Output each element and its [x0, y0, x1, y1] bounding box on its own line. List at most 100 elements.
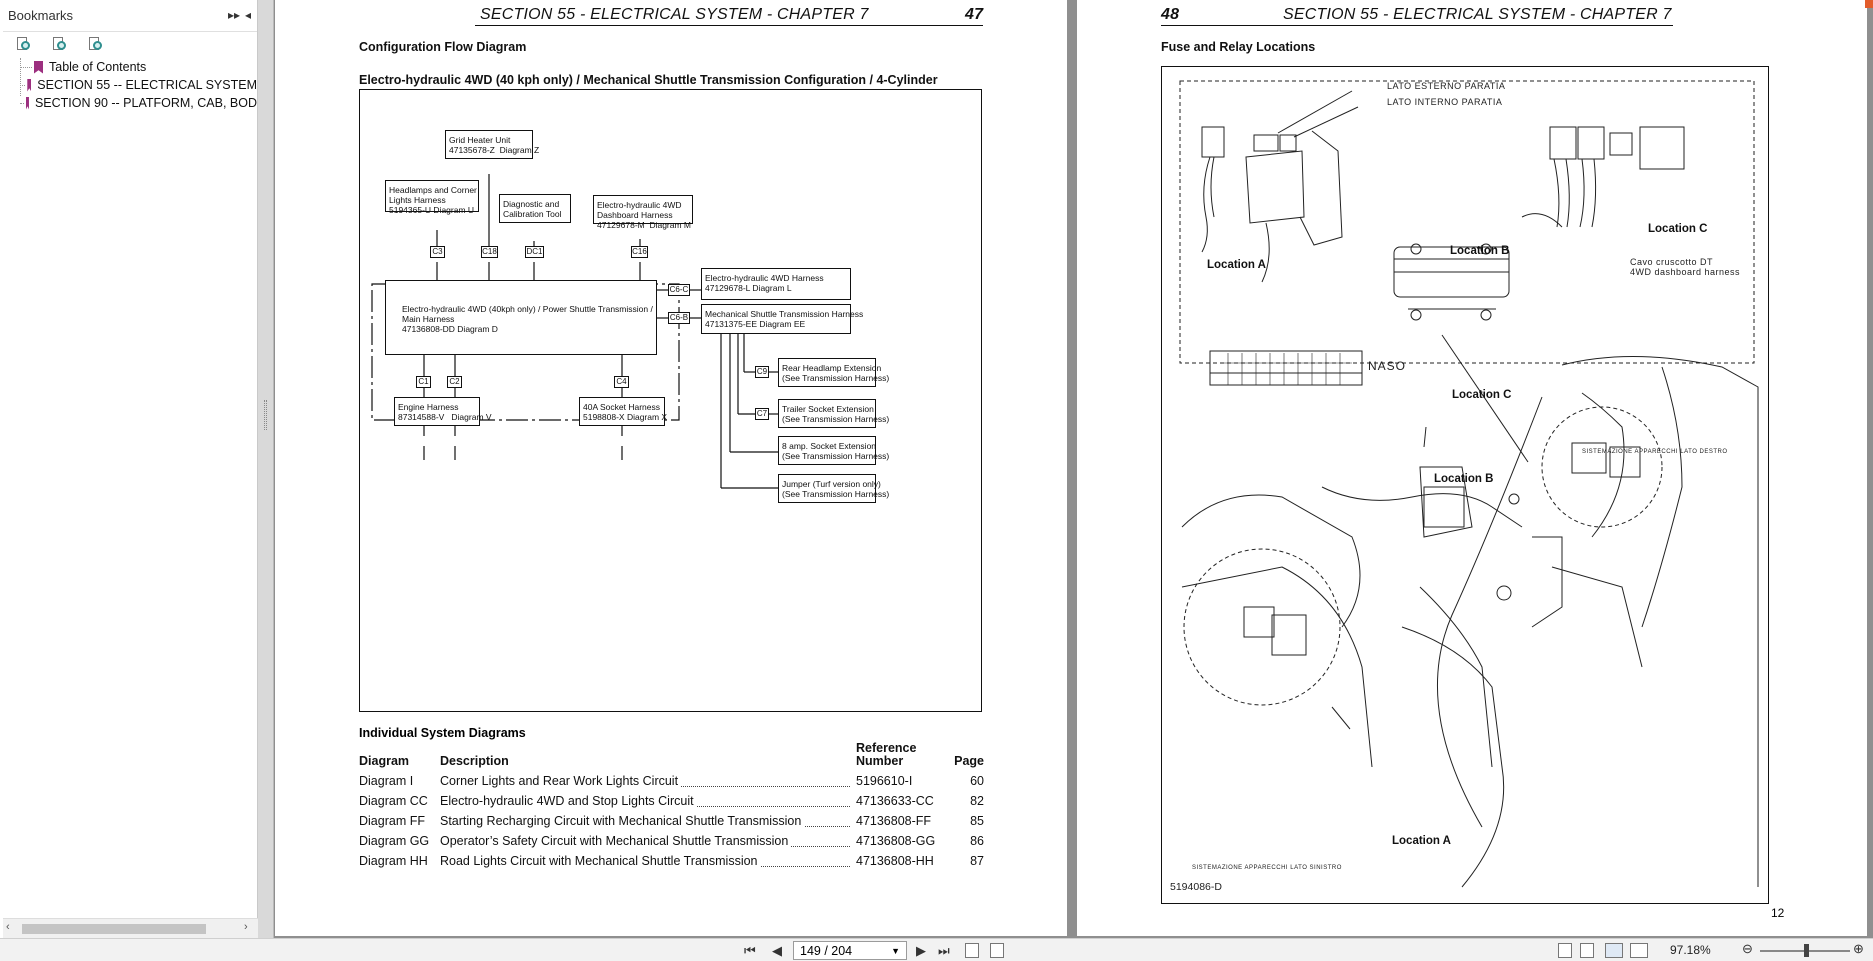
cell-reference: 47136808-GG [856, 834, 936, 848]
connector-c1: C1 [416, 376, 431, 388]
dashboard-harness-note: Cavo cruscotto DT 4WD dashboard harness [1630, 257, 1741, 277]
location-c-label-bottom: Location C [1452, 389, 1512, 401]
document-viewport[interactable]: SECTION 55 - ELECTRICAL SYSTEM - CHAPTER… [275, 0, 1873, 938]
page-number-input[interactable]: 149 / 204 ▼ [793, 941, 907, 960]
page-header: SECTION 55 - ELECTRICAL SYSTEM - CHAPTER… [480, 6, 869, 23]
connector-c7: C7 [755, 408, 769, 420]
cell-description: Corner Lights and Rear Work Lights Circu… [440, 771, 856, 791]
expand-bookmark-icon[interactable] [16, 37, 32, 53]
last-page-icon[interactable]: ⏭ [938, 943, 950, 958]
location-a-label-top: Location A [1207, 259, 1266, 271]
headlamps-harness-block: Headlamps and Corner Lights Harness 5194… [385, 180, 479, 215]
cell-reference: 5196610-I [856, 774, 913, 788]
panel-splitter[interactable] [258, 0, 274, 938]
cell-description: Starting Recharging Circuit with Mechani… [440, 811, 856, 831]
cell-description: Operator’s Safety Circuit with Mechanica… [440, 831, 856, 851]
col-header-page: Page [954, 754, 984, 768]
cell-diagram: Diagram HH [359, 854, 428, 868]
page-48: 48 SECTION 55 - ELECTRICAL SYSTEM - CHAP… [1077, 0, 1867, 936]
bookmark-table-of-contents[interactable]: Table of Contents [14, 58, 257, 76]
continuous-view-icon[interactable] [1580, 943, 1594, 958]
table-row: Diagram GG Operator’s Safety Circuit wit… [359, 831, 984, 851]
flow-lines [371, 174, 778, 489]
lato-esterno-label: LATO ESTERNO PARATIA [1387, 81, 1506, 91]
cell-page: 60 [970, 774, 984, 788]
cell-description: Road Lights Circuit with Mechanical Shut… [440, 851, 856, 871]
configuration-flow-diagram: Grid Heater Unit 47135678-Z Diagram Z He… [359, 89, 982, 712]
bookmark-icon [27, 78, 32, 92]
page-header: SECTION 55 - ELECTRICAL SYSTEM - CHAPTER… [1283, 6, 1672, 23]
bookmarks-tree: Table of Contents SECTION 55 -- ELECTRIC… [0, 58, 257, 112]
collapse-panel-icon[interactable]: ◂ [245, 8, 252, 22]
bookmark-label: Table of Contents [49, 60, 147, 74]
next-page-icon[interactable]: ▶ [916, 943, 926, 958]
amp8-socket-extension-block: 8 amp. Socket Extension (See Transmissio… [778, 436, 889, 465]
connector-dc1: DC1 [525, 246, 544, 258]
col-header-reference: Reference Number [856, 741, 917, 768]
section-title: Fuse and Relay Locations [1161, 40, 1316, 54]
previous-page-icon[interactable]: ◀ [772, 943, 782, 958]
rear-headlamp-extension-block: Rear Headlamp Extension (See Transmissio… [778, 358, 889, 387]
col-header-description: Description [440, 754, 509, 768]
cell-diagram: Diagram GG [359, 834, 430, 848]
individual-diagrams-title: Individual System Diagrams [359, 726, 526, 740]
individual-diagrams-table: Diagram Description Reference Number Pag… [359, 742, 984, 871]
first-page-icon[interactable]: ⏮ [744, 943, 756, 958]
table-row: Diagram FF Starting Recharging Circuit w… [359, 811, 984, 831]
cell-reference: 47136808-FF [856, 814, 932, 828]
dashboard-harness-block: Electro-hydraulic 4WD Dashboard Harness … [593, 195, 693, 230]
cell-reference: 47136808-HH [856, 854, 934, 868]
sistemazione-destro-label: SISTEMAZIONE APPARECCHI LATO DESTRO [1582, 449, 1728, 455]
bookmark-icon [25, 96, 29, 110]
connector-c6c: C6-C [668, 284, 690, 296]
bookmarks-horizontal-scrollbar[interactable]: ‹ › [0, 918, 258, 938]
zoom-slider-thumb[interactable] [1804, 944, 1809, 957]
page-47: SECTION 55 - ELECTRICAL SYSTEM - CHAPTER… [275, 0, 1067, 936]
eh4wd-harness-block: Electro-hydraulic 4WD Harness 47129678-L… [701, 268, 851, 300]
cell-diagram: Diagram CC [359, 794, 428, 808]
goto-bookmark-icon[interactable] [88, 37, 104, 53]
two-page-continuous-view-icon[interactable] [1630, 943, 1648, 958]
cell-page: 86 [970, 834, 984, 848]
left-edge [0, 0, 3, 938]
page-dropdown-icon[interactable]: ▼ [891, 945, 900, 956]
cell-page: 87 [970, 854, 984, 868]
zoom-out-icon[interactable]: ⊖ [1742, 941, 1753, 956]
next-view-icon[interactable] [990, 943, 1004, 958]
connector-c9: C9 [755, 366, 769, 378]
zoom-in-icon[interactable]: ⊕ [1853, 941, 1864, 956]
jumper-block: Jumper (Turf version only) (See Transmis… [778, 474, 889, 503]
bookmark-icon [34, 60, 43, 74]
connector-c3: C3 [430, 246, 445, 258]
bookmarks-title: Bookmarks [8, 8, 74, 23]
grid-heater-block: Grid Heater Unit 47135678-Z Diagram Z [445, 130, 539, 159]
single-page-view-icon[interactable] [1558, 943, 1572, 958]
engine-harness-block: Engine Harness 87314588-V Diagram V [394, 397, 492, 426]
cell-diagram: Diagram FF [359, 814, 425, 828]
connector-c2: C2 [447, 376, 462, 388]
bookmark-section-55[interactable]: SECTION 55 -- ELECTRICAL SYSTEM [14, 76, 257, 94]
scrollbar-thumb[interactable] [22, 924, 206, 934]
zoom-level: 97.18% [1670, 943, 1711, 957]
window-accent [1865, 0, 1873, 8]
find-bookmark-icon[interactable] [52, 37, 68, 53]
table-row: Diagram CC Electro-hydraulic 4WD and Sto… [359, 791, 984, 811]
diagram-title: Electro-hydraulic 4WD (40 kph only) / Me… [359, 73, 938, 87]
scroll-right-icon[interactable]: › [244, 921, 248, 933]
scroll-left-icon[interactable]: ‹ [6, 921, 10, 933]
location-a-label-bottom: Location A [1392, 835, 1451, 847]
mech-shuttle-harness-block: Mechanical Shuttle Transmission Harness … [701, 304, 863, 334]
expand-panel-icon[interactable]: ▸▸ [228, 8, 241, 22]
naso-label: NASO [1368, 359, 1407, 373]
two-page-view-icon[interactable] [1605, 943, 1623, 958]
bookmark-section-90[interactable]: SECTION 90 -- PLATFORM, CAB, BOD [14, 94, 257, 112]
cell-diagram: Diagram I [359, 774, 414, 788]
bookmark-label: SECTION 90 -- PLATFORM, CAB, BOD [34, 96, 257, 110]
connector-c4: C4 [614, 376, 629, 388]
drawing-id: 5194086-D [1170, 881, 1222, 893]
location-b-label-bottom: Location B [1434, 473, 1494, 485]
section-title: Configuration Flow Diagram [359, 40, 527, 54]
cell-page: 85 [970, 814, 984, 828]
previous-view-icon[interactable] [965, 943, 979, 958]
location-c-label-top: Location C [1648, 223, 1708, 235]
